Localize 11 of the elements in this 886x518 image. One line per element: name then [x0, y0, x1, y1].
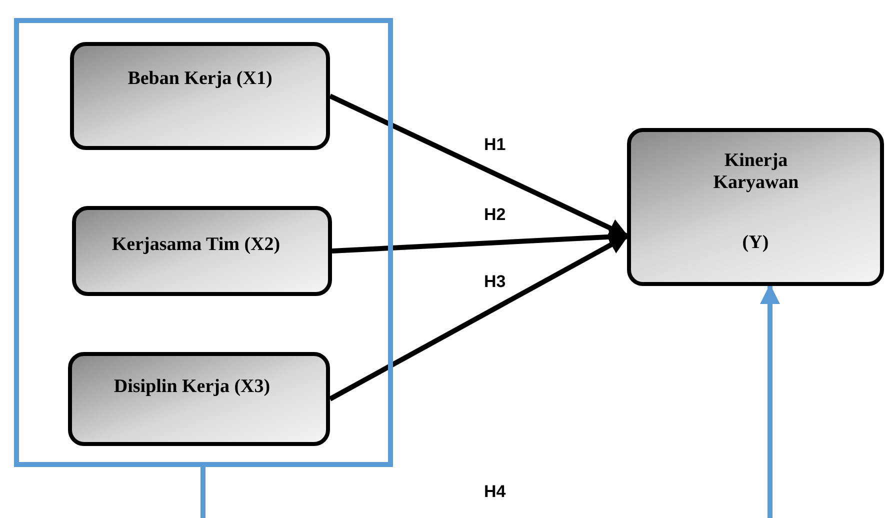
box-label: Kinerja Karyawan: [712, 150, 800, 194]
arrow: [200, 284, 780, 518]
box-label: Disiplin Kerja (X3): [112, 376, 272, 398]
box-label: Kerjasama Tim (X2): [110, 234, 282, 256]
box-label: (Y): [741, 232, 770, 254]
variable-box: [627, 128, 884, 286]
variable-box: [70, 42, 330, 150]
box-label: Beban Kerja (X1): [126, 68, 274, 90]
variable-box: [68, 352, 330, 446]
group-frame: [14, 18, 393, 467]
variable-box: [72, 206, 332, 296]
